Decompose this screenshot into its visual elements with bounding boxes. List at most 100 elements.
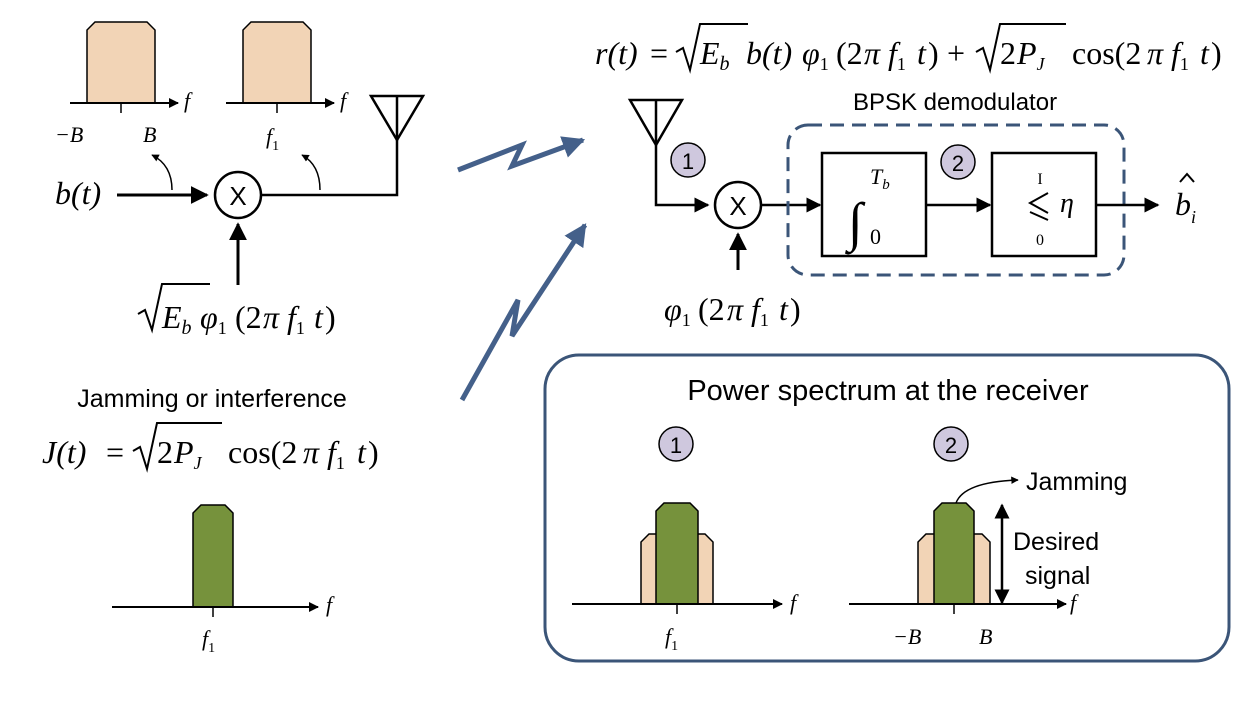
spectrum-point2-jamming xyxy=(933,502,975,605)
spectrum-point2-tick-b: B xyxy=(979,624,992,649)
spectrum-point2: f −B B Jamming Desired signal xyxy=(849,468,1127,649)
svg-text:π f1: π f1 xyxy=(864,35,906,74)
svg-text:r(t): r(t) xyxy=(595,35,638,71)
svg-text:π f1: π f1 xyxy=(303,434,345,473)
desired-signal-label-2: signal xyxy=(1025,562,1090,590)
rx-antenna-icon xyxy=(627,98,685,148)
jamming-equation: J(t) = 2 PJ cos(2 π f1 t ) xyxy=(42,422,379,473)
demodulator-label: BPSK demodulator xyxy=(853,89,1057,116)
input-signal-label: b(t) xyxy=(55,175,101,211)
tx-wireless-link-arrow xyxy=(457,136,586,173)
svg-text:I: I xyxy=(1037,171,1042,188)
bandpass-pointer-arrow xyxy=(301,154,321,191)
ps-marker2-label: 2 xyxy=(945,433,957,458)
spectrum-point2-axis-label: f xyxy=(1070,590,1079,615)
svg-text:φ1: φ1 xyxy=(664,291,691,330)
jamming-title: Jamming or interference xyxy=(77,385,347,413)
demodulator-boundary xyxy=(786,123,1126,277)
svg-text:J(t): J(t) xyxy=(42,434,86,470)
wireless-links xyxy=(457,136,588,402)
point1-label: 1 xyxy=(682,149,694,174)
svg-text:+: + xyxy=(947,35,965,71)
svg-text:Eb: Eb xyxy=(161,299,192,339)
rx-input-line xyxy=(654,145,710,213)
svg-text:0: 0 xyxy=(870,224,881,249)
power-spectrum-panel-border xyxy=(543,353,1231,663)
svg-text:PJ: PJ xyxy=(173,434,203,473)
power-spectrum-title: Power spectrum at the receiver xyxy=(687,375,1089,407)
svg-text:Eb: Eb xyxy=(699,35,730,75)
svg-text:(2: (2 xyxy=(235,299,262,335)
baseband-spectrum: f −B B xyxy=(55,21,193,191)
point2-label: 2 xyxy=(952,151,964,176)
svg-text:π f1: π f1 xyxy=(263,299,305,338)
svg-text:t: t xyxy=(779,291,789,327)
svg-text:π f1: π f1 xyxy=(1147,35,1189,74)
decision-block xyxy=(990,151,1098,258)
svg-text:2: 2 xyxy=(157,434,173,470)
baseband-tick-minus-b: −B xyxy=(55,122,83,147)
baseband-axis-label: f xyxy=(184,88,193,113)
carrier-equation: Eb φ1 (2 π f1 t ) xyxy=(137,283,336,339)
baseband-tick-b: B xyxy=(143,122,156,147)
svg-text:φ1: φ1 xyxy=(802,35,829,74)
svg-text:cos(2: cos(2 xyxy=(1072,35,1141,71)
svg-text:t: t xyxy=(1200,35,1210,71)
jamming-pointer-arrow xyxy=(955,476,1019,504)
jamming-axis-label: f xyxy=(326,592,335,617)
ps-marker1-label: 1 xyxy=(670,433,682,458)
spectrum-point1: f f1 xyxy=(572,502,799,654)
svg-text:bi: bi xyxy=(1175,186,1196,227)
bandpass-tick-f1: f1 xyxy=(266,124,279,154)
jamming-wireless-link-arrow xyxy=(459,223,588,402)
desired-signal-label-1: Desired xyxy=(1013,528,1099,556)
svg-text:cos(2: cos(2 xyxy=(228,434,297,470)
svg-text:t: t xyxy=(917,35,927,71)
spectrum-point2-tick-minus-b: −B xyxy=(893,624,921,649)
svg-text:η: η xyxy=(1060,188,1074,219)
svg-text:∫: ∫ xyxy=(845,192,866,255)
jamming-spectrum: f f1 xyxy=(112,504,335,656)
svg-text:0: 0 xyxy=(1036,232,1044,249)
jamming-tick-f1: f1 xyxy=(202,626,215,656)
svg-text:): ) xyxy=(325,299,336,335)
point1-marker xyxy=(670,142,706,178)
svg-text:π f1: π f1 xyxy=(727,291,769,330)
tx-antenna-icon xyxy=(368,94,426,143)
svg-text:(2: (2 xyxy=(836,35,863,71)
bandpass-axis-label: f xyxy=(340,88,349,113)
rx-mixer-symbol: X xyxy=(729,191,746,221)
ps-marker2 xyxy=(933,426,969,462)
output-symbol: bi xyxy=(1175,172,1196,227)
point2-marker xyxy=(940,144,976,180)
svg-text:): ) xyxy=(368,434,379,470)
svg-text:=: = xyxy=(650,35,668,71)
decision-symbol: I 0 η xyxy=(1027,171,1074,249)
tx-mixer-symbol: X xyxy=(229,181,246,211)
power-spectrum-panel: Power spectrum at the receiver 1 2 f f1 … xyxy=(543,353,1231,663)
tx-output-line xyxy=(261,140,399,197)
ps-marker1 xyxy=(658,426,694,462)
svg-text:): ) xyxy=(790,291,801,327)
baseband-spectrum-shape xyxy=(86,21,156,104)
bandpass-spectrum: f f1 xyxy=(226,21,349,191)
jamming-source: Jamming or interference J(t) = 2 PJ cos(… xyxy=(42,385,379,656)
svg-text:): ) xyxy=(928,35,939,71)
receiver-chain: 1 X BPSK demodulator ∫ Tb 0 2 I 0 η bi xyxy=(627,89,1196,330)
transmitter-chain: b(t) X Eb φ1 (2 π f1 t ) xyxy=(55,94,426,339)
baseband-pointer-arrow xyxy=(151,154,173,191)
bandpass-spectrum-shape xyxy=(242,21,312,104)
svg-text:b(t): b(t) xyxy=(746,35,792,71)
svg-text:): ) xyxy=(1211,35,1222,71)
svg-text:=: = xyxy=(106,434,124,470)
svg-text:φ1: φ1 xyxy=(200,299,227,338)
local-oscillator-label: φ1 (2 π f1 t ) xyxy=(664,291,801,330)
spectrum-point1-axis-label: f xyxy=(790,590,799,615)
svg-text:t: t xyxy=(314,299,324,335)
svg-text:(2: (2 xyxy=(698,291,725,327)
spectrum-point1-jamming xyxy=(655,502,699,605)
svg-text:t: t xyxy=(357,434,367,470)
received-signal-equation: r(t) = Eb b(t) φ1 (2 π f1 t ) + 2 PJ cos… xyxy=(595,23,1222,75)
jamming-spectrum-shape xyxy=(192,504,234,608)
